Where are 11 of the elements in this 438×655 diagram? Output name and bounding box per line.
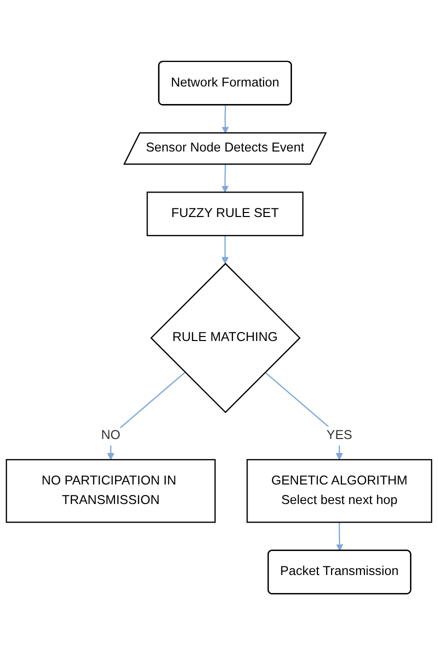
edge-label: YES [326,428,352,442]
node-box: GENETIC ALGORITHM Select best next hop [246,459,432,523]
arrow [222,236,229,264]
arrow [336,522,344,552]
node-box: NO PARTICIPATION IN TRANSMISSION [6,459,216,523]
arrow [222,164,229,192]
node-box: FUZZY RULE SET [146,192,304,236]
edge-label: NO [101,428,120,442]
arrow [107,372,186,460]
arrow [222,105,229,134]
node-diamond: RULE MATCHING [150,262,301,414]
